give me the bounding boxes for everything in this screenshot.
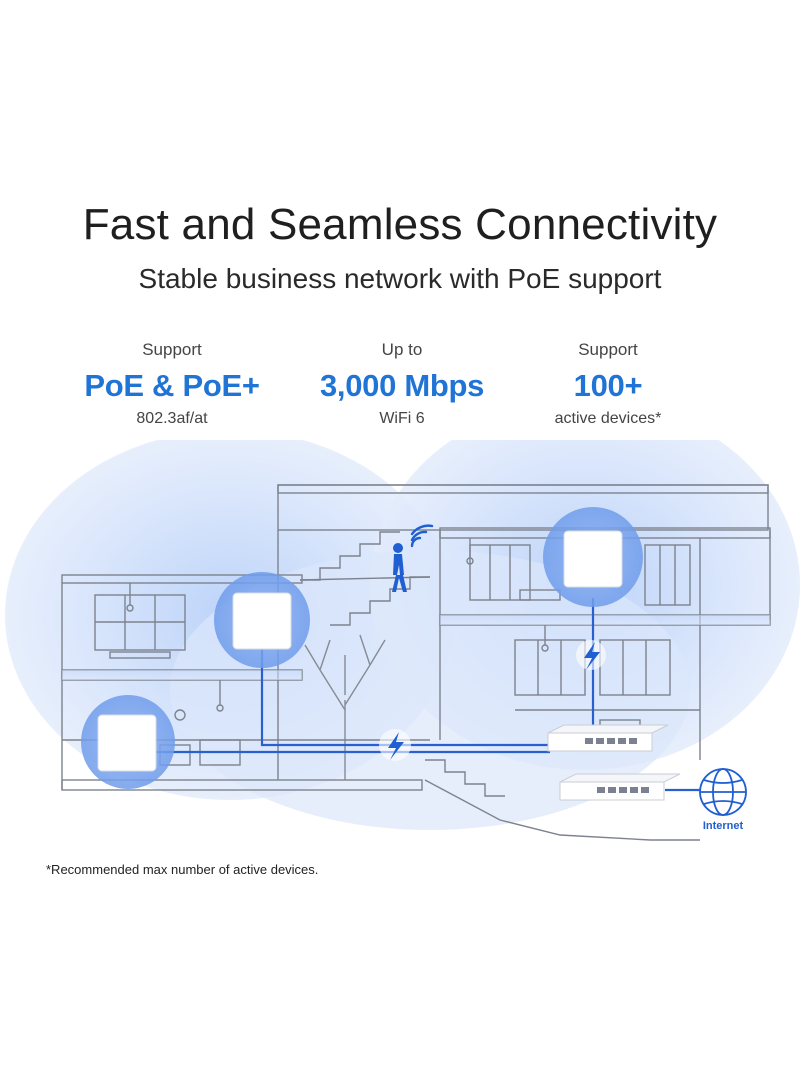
page-subtitle: Stable business network with PoE support (138, 263, 662, 294)
feature-poe-note: 802.3af/at (136, 410, 208, 427)
access-point-icon (563, 530, 623, 588)
access-point-icon (97, 714, 157, 772)
poe-switch-icon (559, 773, 681, 801)
feature-speed-note: WiFi 6 (379, 410, 425, 427)
access-point-3 (543, 507, 643, 607)
network-diagram: Internet (5, 440, 800, 841)
person-icon (392, 543, 407, 592)
feature-speed: Up to 3,000 Mbps WiFi 6 (282, 340, 522, 428)
feature-poe-pre: Support (142, 340, 202, 359)
internet-label: Internet (703, 820, 744, 832)
footnote: *Recommended max number of active device… (46, 862, 319, 877)
feature-speed-value: 3,000 Mbps (319, 368, 485, 403)
floor-planes (62, 615, 770, 680)
feature-poe-value: PoE & PoE+ (84, 368, 260, 403)
access-point-icon (232, 592, 292, 650)
feature-devices-pre: Support (578, 340, 638, 359)
feature-devices: Support 100+ active devices* (488, 340, 728, 428)
access-point-2 (214, 572, 310, 668)
lightning-icon (576, 640, 606, 670)
feature-speed-pre: Up to (381, 340, 423, 359)
poe-switch-icon (547, 724, 669, 752)
lightning-icon (379, 729, 411, 761)
feature-devices-value: 100+ (573, 368, 643, 403)
wifi-signal-icon (410, 524, 434, 548)
page-title: Fast and Seamless Connectivity (82, 200, 718, 249)
access-point-1 (81, 695, 175, 789)
feature-devices-note: active devices* (554, 410, 662, 427)
globe-icon (699, 768, 747, 816)
feature-poe: Support PoE & PoE+ 802.3af/at (52, 340, 292, 428)
